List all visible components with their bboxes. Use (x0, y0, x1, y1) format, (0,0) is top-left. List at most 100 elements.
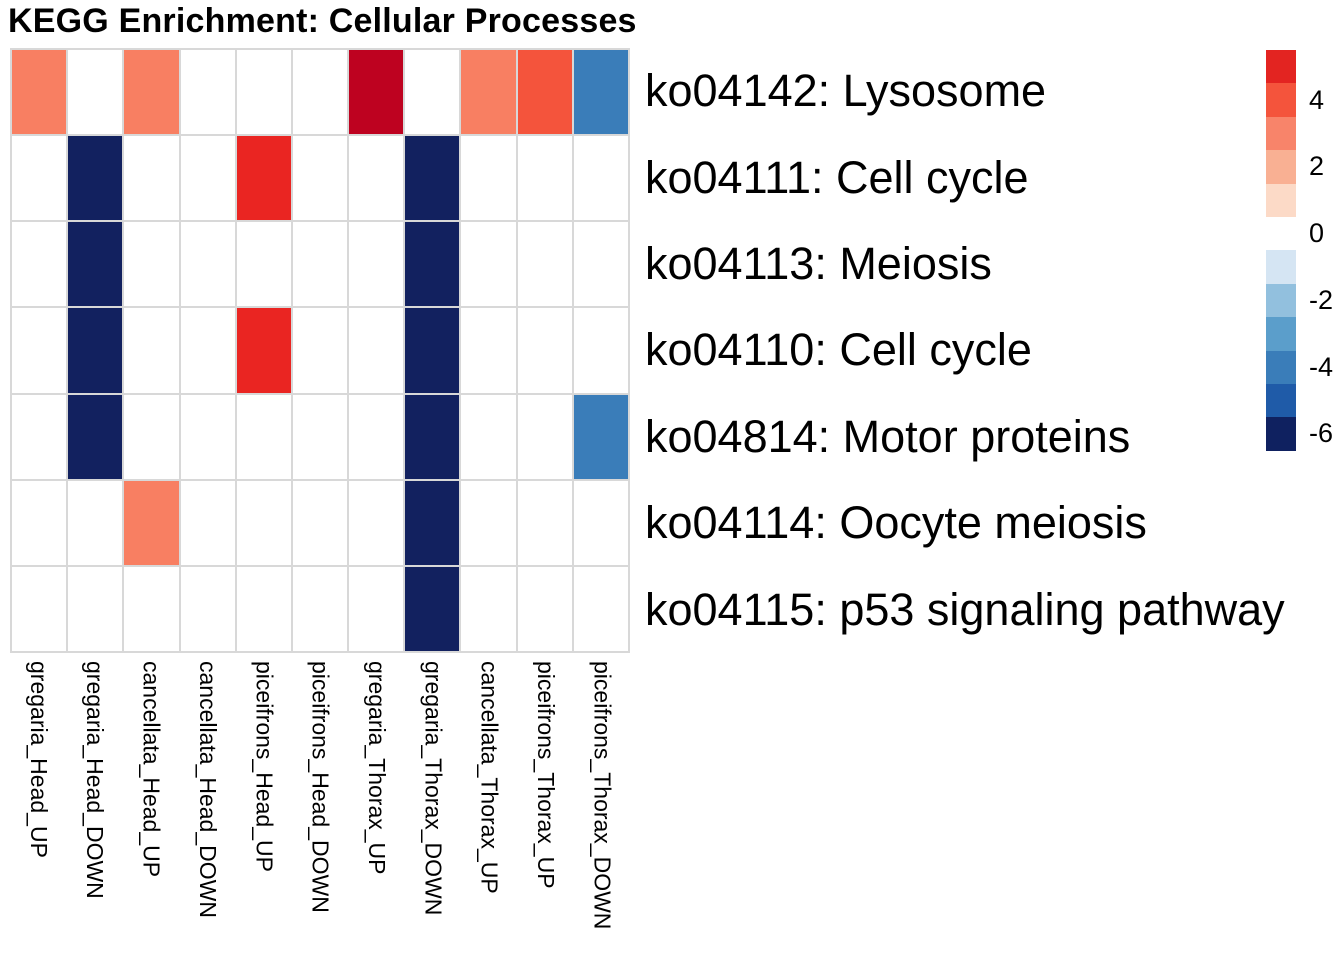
heatmap-cell (573, 480, 628, 565)
heatmap-cell (180, 50, 235, 135)
x-axis-label: piceifrons_Head_UP (251, 661, 278, 872)
heatmap-cell (180, 136, 235, 221)
heatmap-cell (292, 308, 348, 393)
heatmap-cell (292, 566, 348, 651)
heatmap-cell (236, 136, 291, 221)
legend-tick-label: 0 (1309, 218, 1325, 249)
legend-row (1266, 50, 1333, 84)
heatmap-cell (236, 222, 291, 307)
heatmap-cell (517, 480, 572, 565)
heatmap-cell (12, 566, 67, 651)
heatmap-cell (180, 222, 235, 307)
heatmap-cell (349, 566, 404, 651)
heatmap-cell (124, 566, 179, 651)
heatmap-cell (349, 394, 404, 479)
heatmap-cell (180, 566, 235, 651)
legend-tick-label: -6 (1309, 418, 1334, 449)
heatmap-cell (405, 222, 460, 307)
legend-swatch (1266, 383, 1296, 418)
x-axis-label: gregaria_Head_DOWN (82, 661, 109, 899)
chart-title: KEGG Enrichment: Cellular Processes (8, 2, 637, 40)
legend-row: -6 (1266, 417, 1334, 451)
heatmap-cell (12, 480, 67, 565)
legend-row (1266, 317, 1333, 351)
heatmap-cell (349, 222, 404, 307)
heatmap-cell (517, 566, 572, 651)
legend-swatch (1266, 183, 1296, 217)
heatmap-cell (12, 394, 67, 479)
legend-row (1266, 183, 1333, 217)
x-axis-label: gregaria_Thorax_DOWN (420, 661, 447, 916)
heatmap-cell (517, 222, 572, 307)
legend-row (1266, 250, 1333, 284)
x-axis-label: cancellata_Thorax_UP (476, 661, 503, 894)
heatmap-cell (573, 566, 628, 651)
y-axis-label: ko04113: Meiosis (645, 238, 992, 290)
heatmap-cell (292, 222, 348, 307)
legend-row (1266, 116, 1333, 151)
x-axis-label: gregaria_Head_UP (25, 661, 52, 858)
x-axis-labels: gregaria_Head_UP gregaria_Head_DOWN cancel… (10, 661, 630, 956)
heatmap-cell (517, 394, 572, 479)
heatmap-cell (405, 480, 460, 565)
heatmap-cell (573, 50, 628, 135)
legend-row: -4 (1266, 350, 1334, 384)
heatmap-cell (124, 222, 179, 307)
legend-row: 2 (1266, 150, 1333, 184)
y-axis-label: ko04142: Lysosome (645, 65, 1047, 117)
heatmap-cell (517, 50, 572, 135)
heatmap-cell (292, 480, 348, 565)
heatmap-cell (517, 308, 572, 393)
legend-swatch (1266, 350, 1296, 384)
heatmap-cell (292, 394, 348, 479)
heatmap-cell (461, 136, 516, 221)
heatmap-cell (573, 136, 628, 221)
heatmap-cell (405, 50, 460, 135)
x-axis-label: piceifrons_Thorax_DOWN (589, 661, 616, 930)
heatmap-cell (68, 394, 123, 479)
heatmap-cell (349, 480, 404, 565)
legend-swatch (1266, 417, 1296, 451)
heatmap-cell (461, 308, 516, 393)
heatmap-cell (124, 308, 179, 393)
heatmap-cell (236, 480, 291, 565)
y-axis-label: ko04115: p53 signaling pathway (645, 583, 1285, 635)
heatmap-cell (68, 480, 123, 565)
y-axis-label: ko04814: Motor proteins (645, 410, 1131, 462)
heatmap-cell (461, 566, 516, 651)
heatmap-cell (236, 394, 291, 479)
heatmap-cell (573, 222, 628, 307)
legend-row: 0 (1266, 216, 1333, 251)
heatmap-cell (12, 308, 67, 393)
legend-swatch (1266, 317, 1296, 351)
legend-swatch (1266, 283, 1296, 318)
heatmap-cell (236, 566, 291, 651)
heatmap-cell (405, 566, 460, 651)
heatmap-cell (405, 394, 460, 479)
heatmap-cell (517, 136, 572, 221)
y-axis-label: ko04110: Cell cycle (645, 324, 1032, 376)
x-axis-label: cancellata_Head_DOWN (194, 661, 221, 918)
legend-tick-label: -2 (1309, 284, 1334, 315)
heatmap-cell (180, 308, 235, 393)
heatmap-cell (68, 308, 123, 393)
legend-tick-label: -4 (1309, 351, 1334, 382)
legend-swatch (1266, 116, 1296, 151)
legend-tick-label: 2 (1309, 151, 1325, 182)
heatmap-cell (405, 136, 460, 221)
legend-swatch (1266, 150, 1296, 184)
heatmap-cell (180, 480, 235, 565)
y-axis-label: ko04114: Oocyte meiosis (645, 497, 1147, 549)
heatmap-cell (461, 480, 516, 565)
legend-row (1266, 383, 1333, 418)
heatmap-cell (349, 308, 404, 393)
legend-swatch (1266, 83, 1296, 117)
x-axis-label: piceifrons_Thorax_UP (533, 661, 560, 889)
heatmap-cell (12, 222, 67, 307)
heatmap-cell (292, 136, 348, 221)
legend-row: -2 (1266, 283, 1334, 318)
heatmap-cell (236, 50, 291, 135)
y-axis-label: ko04111: Cell cycle (645, 151, 1029, 203)
